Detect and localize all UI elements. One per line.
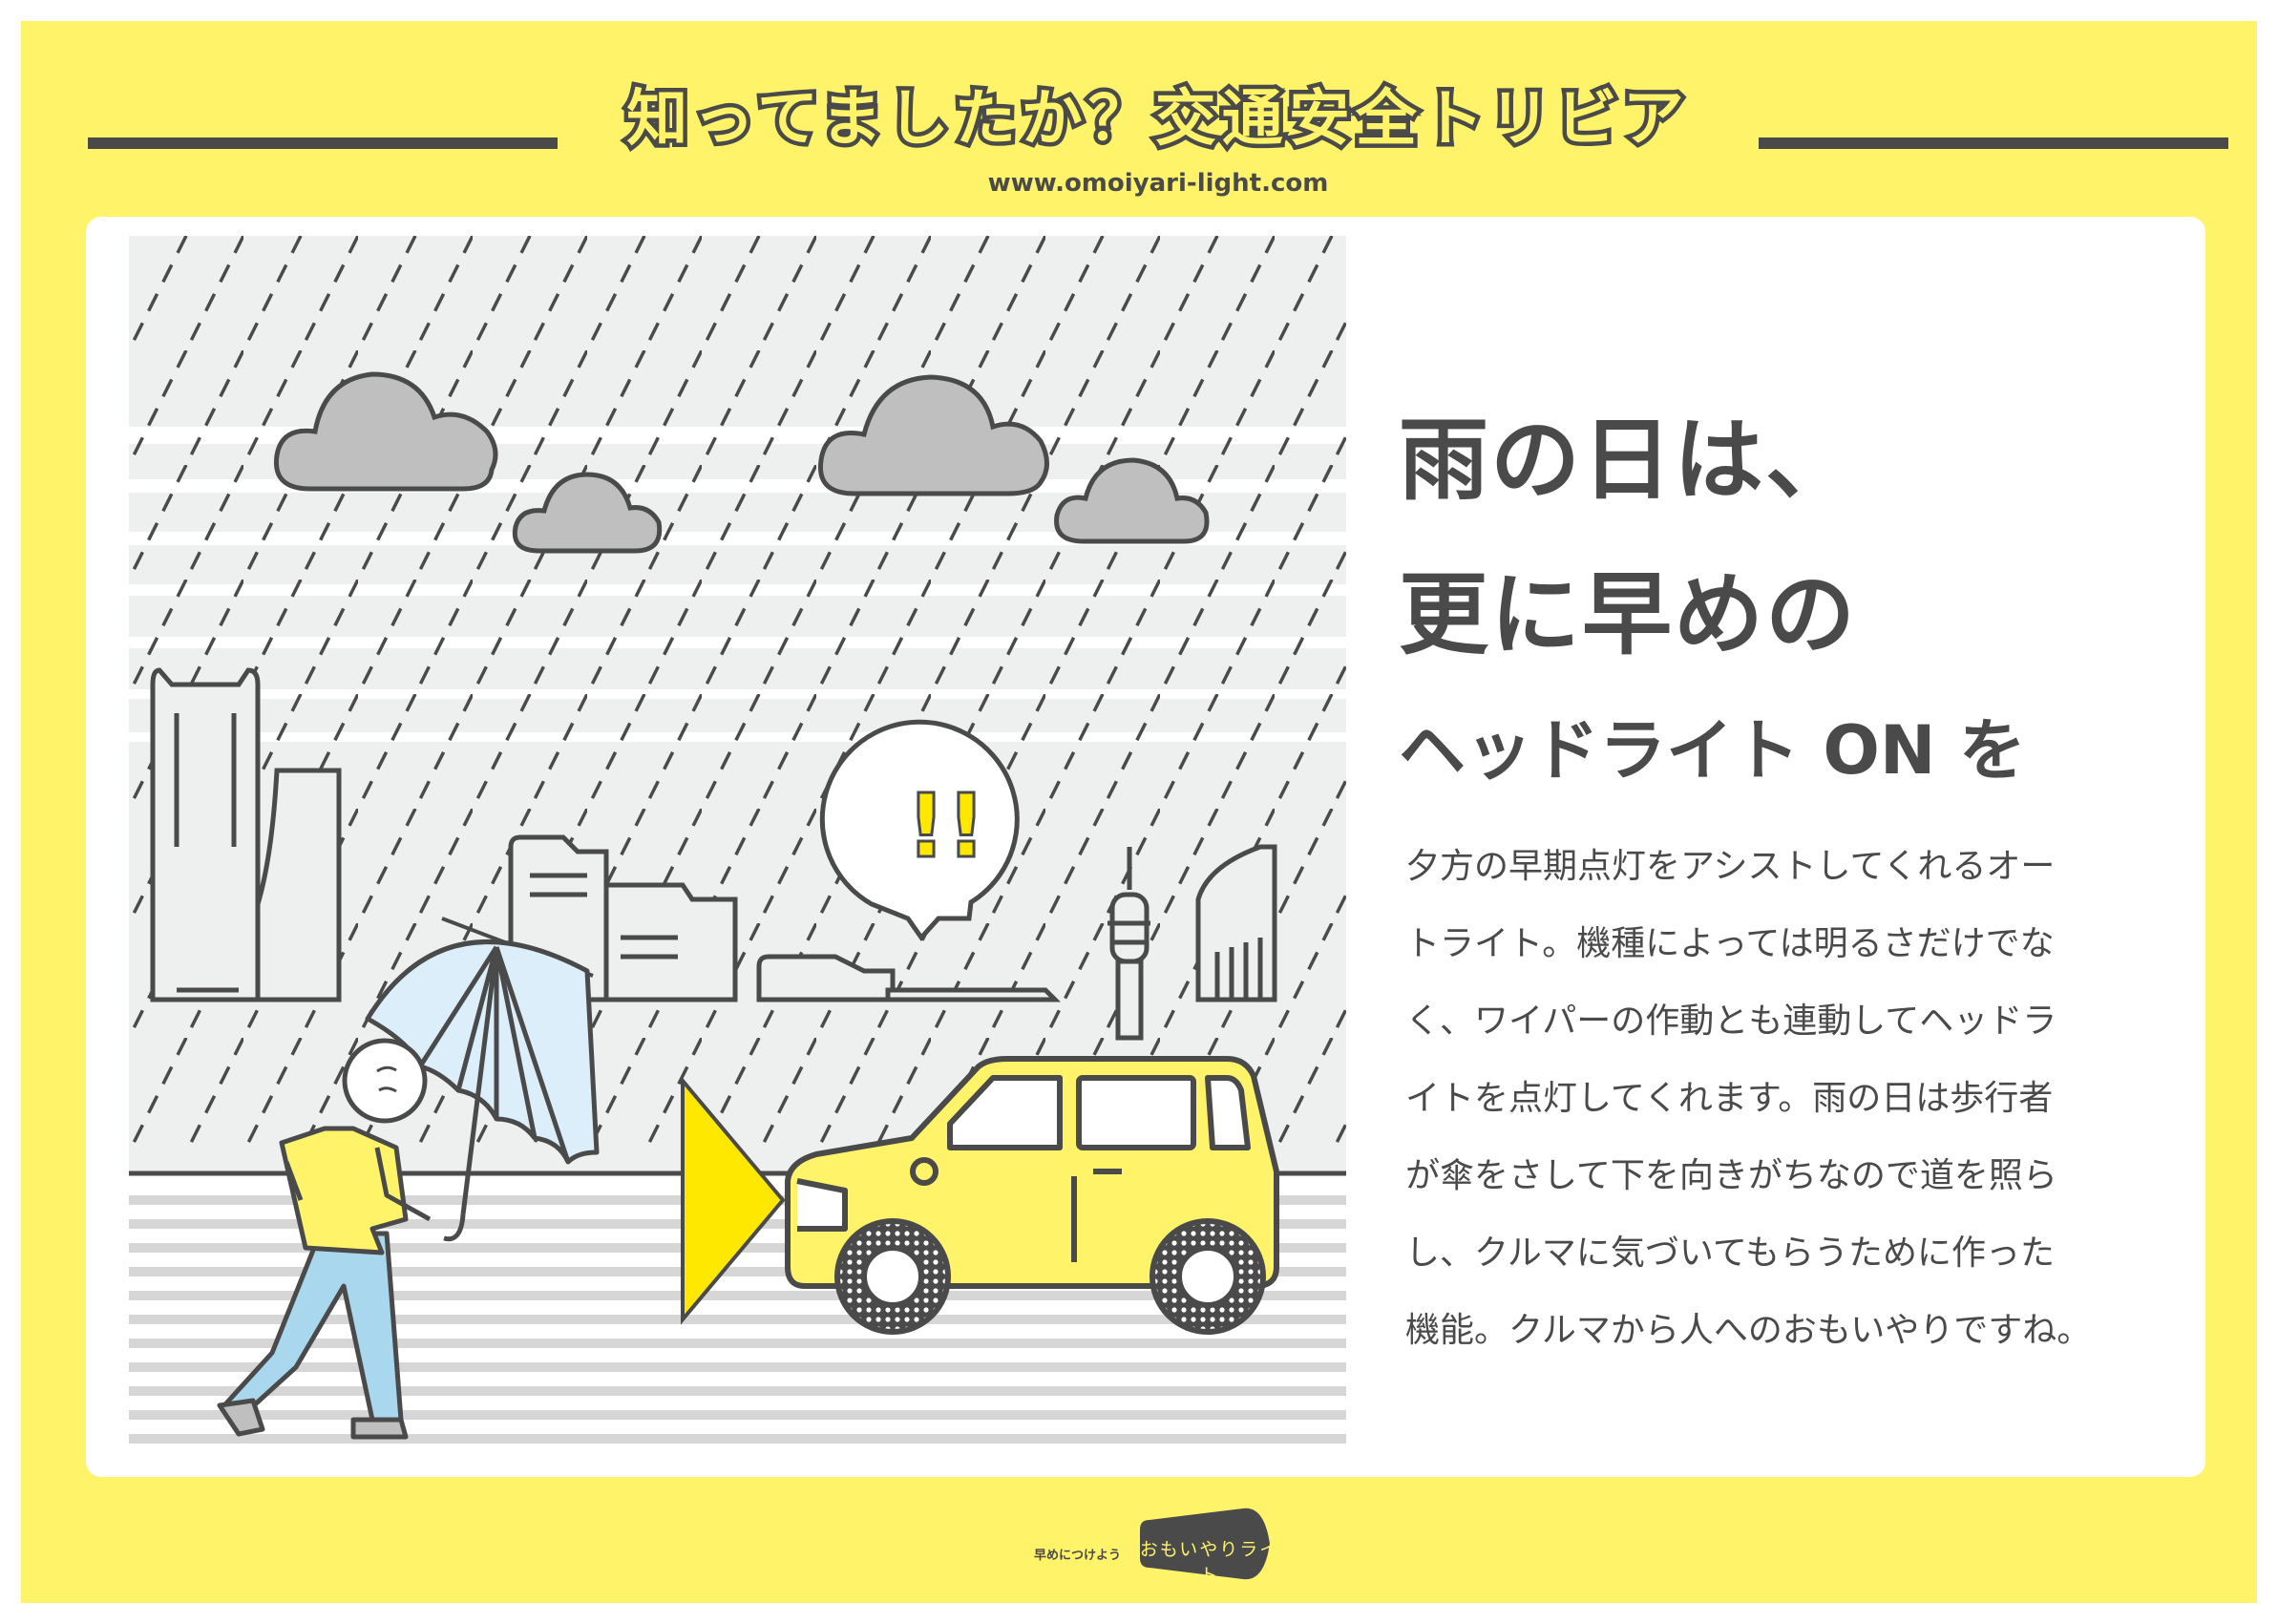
headline-line-2: 更に早めの [1399,563,1858,667]
umbrella-icon [365,917,600,1242]
rain-scene-illustration: !! [129,236,1346,1453]
footer-tagline: 早めにつけよう [1033,1549,1121,1563]
headline-line-3: ヘッドライト ON を [1399,711,2026,790]
content-card: !! [86,217,2205,1477]
body-text: 夕方の早期点灯をアシストしてくれるオー トライト。機種によっては明るさだけでな … [1405,828,2160,1369]
body-line: イトを点灯してくれます。雨の日は歩行者 [1405,1079,2054,1118]
rain-icon [129,236,1346,1152]
headline-line-1: 雨の日は、 [1399,409,1858,513]
body-line: トライト。機種によっては明るさだけでな [1405,924,2055,963]
footer-brand-name: おもいやりライト [1139,1539,1280,1586]
pedestrian-icon [217,1038,432,1440]
page-title: 知ってましたか？交通安全トリビア [622,80,1690,159]
cloud-icon [273,371,1210,554]
car-icon [785,1056,1279,1335]
title-rule-left [88,137,558,149]
headline: 雨の日は、 更に早めの ヘッドライト ON を [1399,384,2182,808]
body-line: し、クルマに気づいてもらうために作った [1405,1234,2056,1273]
headlight-beam-icon [681,1075,786,1325]
brand-logo [1140,1508,1270,1580]
speech-bubble-icon: !! [819,719,1020,942]
body-line: 夕方の早期点灯をアシストしてくれるオー [1405,847,2056,886]
body-line: 機能。クルマから人へのおもいやりですね。 [1405,1311,2092,1350]
flashlight-icon [1140,1508,1270,1580]
body-line: が傘をさして下を向きがちなので道を照ら [1405,1156,2057,1195]
building-icon [150,667,1277,1002]
tower-icon [1107,847,1150,1041]
body-line: く、ワイパーの作動とも連動してヘッドラ [1405,1002,2057,1041]
poster-background: 知ってましたか？交通安全トリビア www.omoiyari-light.com [21,21,2257,1603]
website-url[interactable]: www.omoiyari-light.com [987,169,1329,198]
alert-exclamation: !! [906,775,986,877]
title-rule-right [1759,137,2228,149]
